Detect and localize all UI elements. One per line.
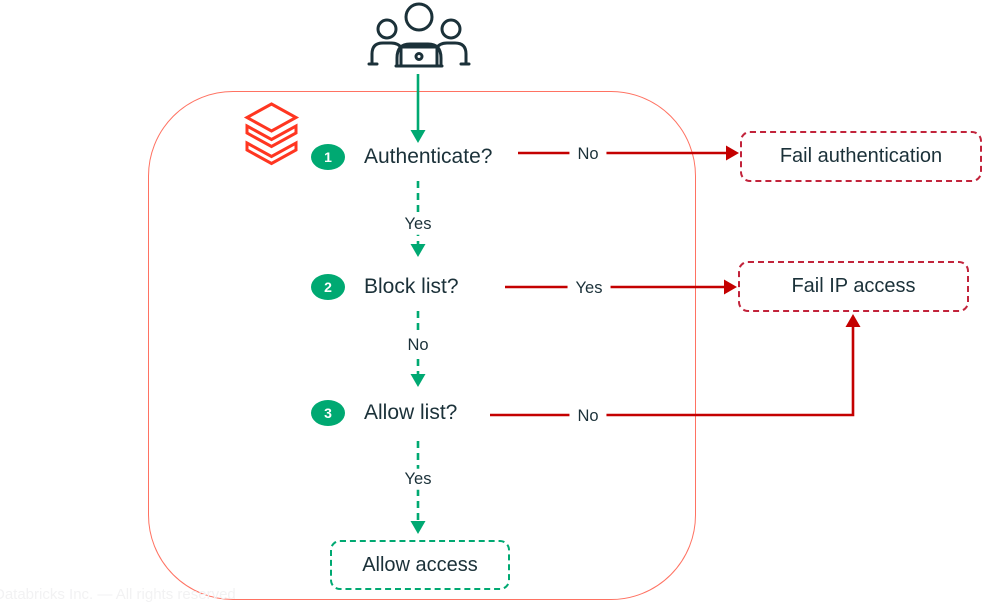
edge-label-allowlist-no: No (569, 405, 607, 427)
step-blocklist: 2 Block list? (311, 274, 459, 300)
allow-access-box: Allow access (330, 540, 510, 590)
copyright-footer: Databricks Inc. — All rights reserved (0, 586, 236, 603)
edge-label-authenticate-yes: Yes (396, 213, 440, 235)
logo-layer-bottom (245, 140, 298, 166)
edge-label-blocklist-yes: Yes (567, 277, 611, 299)
step-1-label: Authenticate? (364, 145, 493, 168)
step-2-badge: 2 (311, 274, 345, 300)
right-user-body (434, 41, 468, 66)
step-allowlist: 3 Allow list? (311, 400, 457, 426)
step-authenticate: 1 Authenticate? (311, 144, 492, 170)
right-user-head (440, 18, 462, 40)
edge-label-allowlist-yes: Yes (396, 468, 440, 490)
fail-ip-access-box: Fail IP access (738, 261, 969, 312)
laptop-logo-dot (414, 52, 424, 61)
users-group-icon (367, 2, 471, 68)
left-user-body (370, 41, 404, 66)
edge-label-blocklist-no: No (399, 334, 437, 356)
logo-layer-middle (245, 123, 298, 149)
fail-authentication-box: Fail authentication (740, 131, 982, 182)
center-user-head (404, 2, 434, 32)
step-3-label: Allow list? (364, 401, 458, 424)
laptop-screen (399, 45, 439, 68)
databricks-logo (243, 102, 300, 166)
left-user-head (376, 18, 398, 40)
step-2-label: Block list? (364, 275, 459, 298)
edge-label-authenticate-no: No (569, 143, 607, 165)
step-1-badge: 1 (311, 144, 345, 170)
step-3-badge: 3 (311, 400, 345, 426)
logo-layer-top (243, 102, 300, 133)
